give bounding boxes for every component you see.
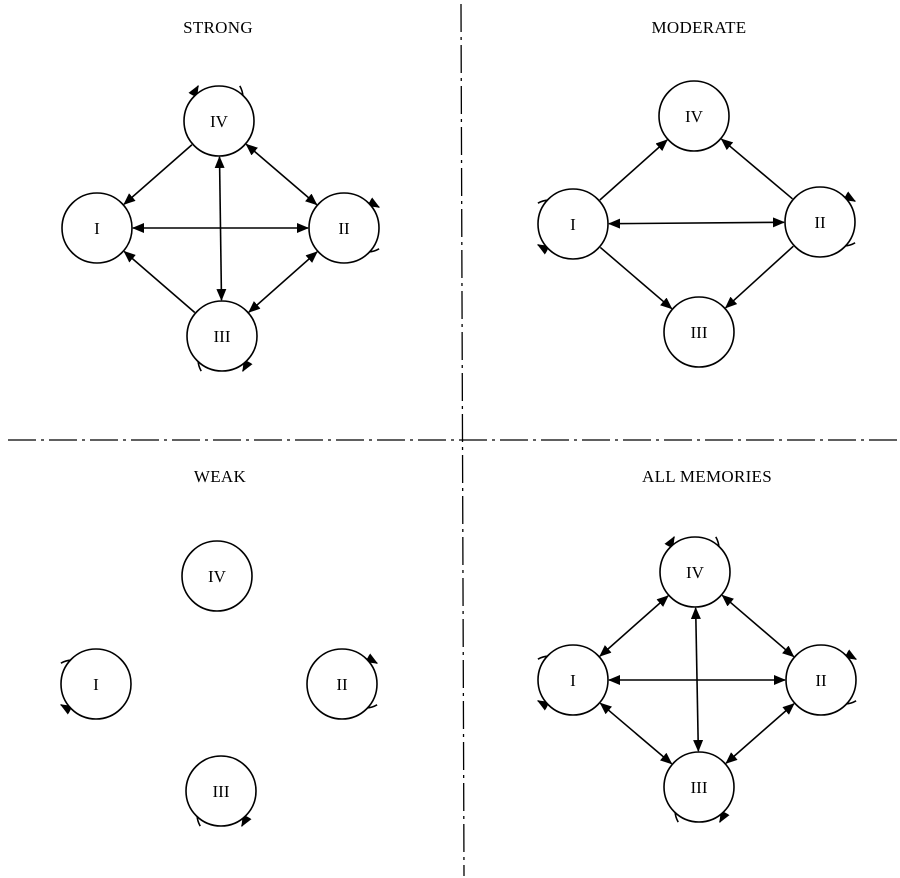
edge-moderate-ii-iii xyxy=(724,245,794,309)
node-strong-iv: IV xyxy=(183,85,255,157)
edge-all-memories-i-iii xyxy=(599,702,673,765)
node-label: II xyxy=(336,675,348,694)
node-circle xyxy=(658,80,730,152)
edge-strong-iv-ii xyxy=(245,143,318,206)
node-label: III xyxy=(691,323,708,342)
node-weak-ii: II xyxy=(306,648,378,720)
node-weak-iii: III xyxy=(185,755,257,827)
node-label: III xyxy=(214,327,231,346)
loops-layer xyxy=(60,85,857,827)
node-label: IV xyxy=(686,563,705,582)
node-circle xyxy=(185,755,257,827)
edge-strong-iii-i xyxy=(123,250,196,314)
edge-all-memories-iv-ii xyxy=(721,594,795,658)
node-label: I xyxy=(570,215,576,234)
edge-strong-iv-i xyxy=(123,144,193,205)
node-label: III xyxy=(691,778,708,797)
node-moderate-iii: III xyxy=(663,296,735,368)
node-circle xyxy=(186,300,258,372)
node-weak-i: I xyxy=(60,648,132,720)
node-circle xyxy=(61,192,133,264)
node-circle xyxy=(537,188,609,260)
node-label: II xyxy=(814,213,826,232)
edge-strong-iii-ii xyxy=(248,251,318,313)
edge-all-memories-i-iv xyxy=(599,595,669,657)
node-circle xyxy=(181,540,253,612)
edge-moderate-i-ii xyxy=(607,217,786,229)
node-circle xyxy=(537,644,609,716)
panel-title-all-memories: ALL MEMORIES xyxy=(642,467,772,486)
node-label: IV xyxy=(685,107,704,126)
edge-all-memories-iv-iii xyxy=(690,606,704,753)
edge-all-memories-iii-ii xyxy=(725,703,795,764)
node-circle xyxy=(308,192,380,264)
node-all-memories-iv: IV xyxy=(659,536,731,608)
edge-moderate-i-iii xyxy=(599,246,673,310)
node-circle xyxy=(663,751,735,823)
node-circle xyxy=(663,296,735,368)
node-label: IV xyxy=(208,567,227,586)
node-label: I xyxy=(93,675,99,694)
node-label: II xyxy=(338,219,350,238)
node-circle xyxy=(784,186,856,258)
edges-layer xyxy=(123,138,795,765)
edge-moderate-i-iv xyxy=(599,139,668,201)
node-weak-iv: IV xyxy=(181,540,253,612)
node-strong-ii: II xyxy=(308,192,380,264)
node-moderate-i: I xyxy=(537,188,609,260)
node-all-memories-ii: II xyxy=(785,644,857,716)
edge-strong-iv-iii xyxy=(214,155,227,302)
node-label: II xyxy=(815,671,827,690)
node-circle xyxy=(183,85,255,157)
node-all-memories-i: I xyxy=(537,644,609,716)
node-strong-i: I xyxy=(61,192,133,264)
node-label: IV xyxy=(210,112,229,131)
node-moderate-iv: IV xyxy=(658,80,730,152)
panel-title-strong: STRONG xyxy=(183,18,253,37)
node-strong-iii: III xyxy=(186,300,258,372)
node-label: I xyxy=(94,219,100,238)
node-label: I xyxy=(570,671,576,690)
node-circle xyxy=(60,648,132,720)
panel-title-weak: WEAK xyxy=(194,467,247,486)
edge-moderate-ii-iv xyxy=(720,138,793,200)
node-circle xyxy=(785,644,857,716)
node-circle xyxy=(659,536,731,608)
panel-title-moderate: MODERATE xyxy=(652,18,747,37)
node-label: III xyxy=(213,782,230,801)
node-all-memories-iii: III xyxy=(663,751,735,823)
node-moderate-ii: II xyxy=(784,186,856,258)
node-circle xyxy=(306,648,378,720)
